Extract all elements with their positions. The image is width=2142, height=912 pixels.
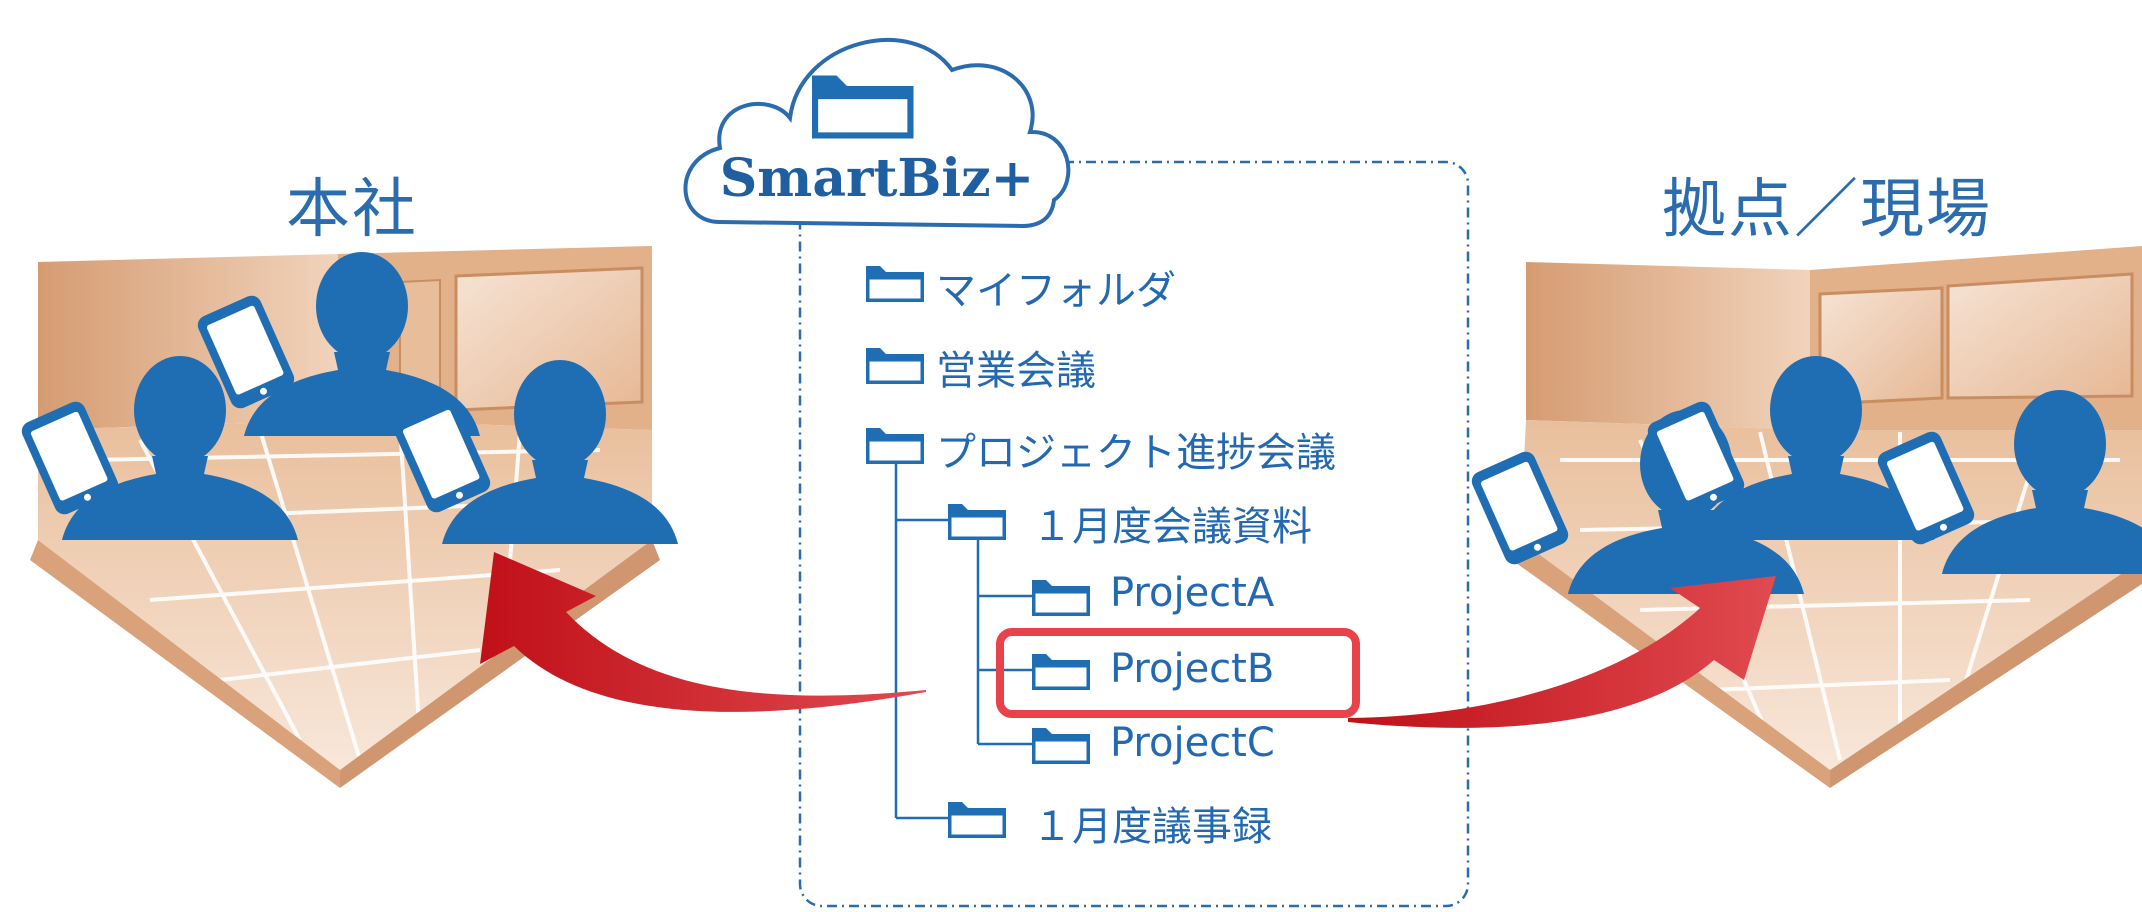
share-arrow-left xyxy=(480,552,926,712)
folder-item-january-materials[interactable]: １月度会議資料 xyxy=(1032,504,1312,550)
headquarters-label: 本社 xyxy=(286,173,418,247)
folder-item-sales-meeting[interactable]: 営業会議 xyxy=(936,348,1096,394)
folder-item-project-progress-meeting[interactable]: プロジェクト進捗会議 xyxy=(936,430,1336,476)
folder-item-project-a[interactable]: ProjectA xyxy=(1110,570,1275,616)
folder-item-project-b[interactable]: ProjectB xyxy=(1110,646,1275,692)
service-name: SmartBiz+ xyxy=(719,148,1035,209)
folder-item-my-folder[interactable]: マイフォルダ xyxy=(936,268,1176,314)
tree-connectors xyxy=(894,464,1032,820)
site-label: 拠点／現場 xyxy=(1662,173,1992,247)
share-arrow-right xyxy=(1348,576,1776,728)
folder-panel-border xyxy=(798,160,1470,908)
projectb-highlight-box xyxy=(996,628,1360,718)
folder-item-january-minutes[interactable]: １月度議事録 xyxy=(1032,804,1272,850)
folder-item-project-c[interactable]: ProjectC xyxy=(1110,720,1275,766)
